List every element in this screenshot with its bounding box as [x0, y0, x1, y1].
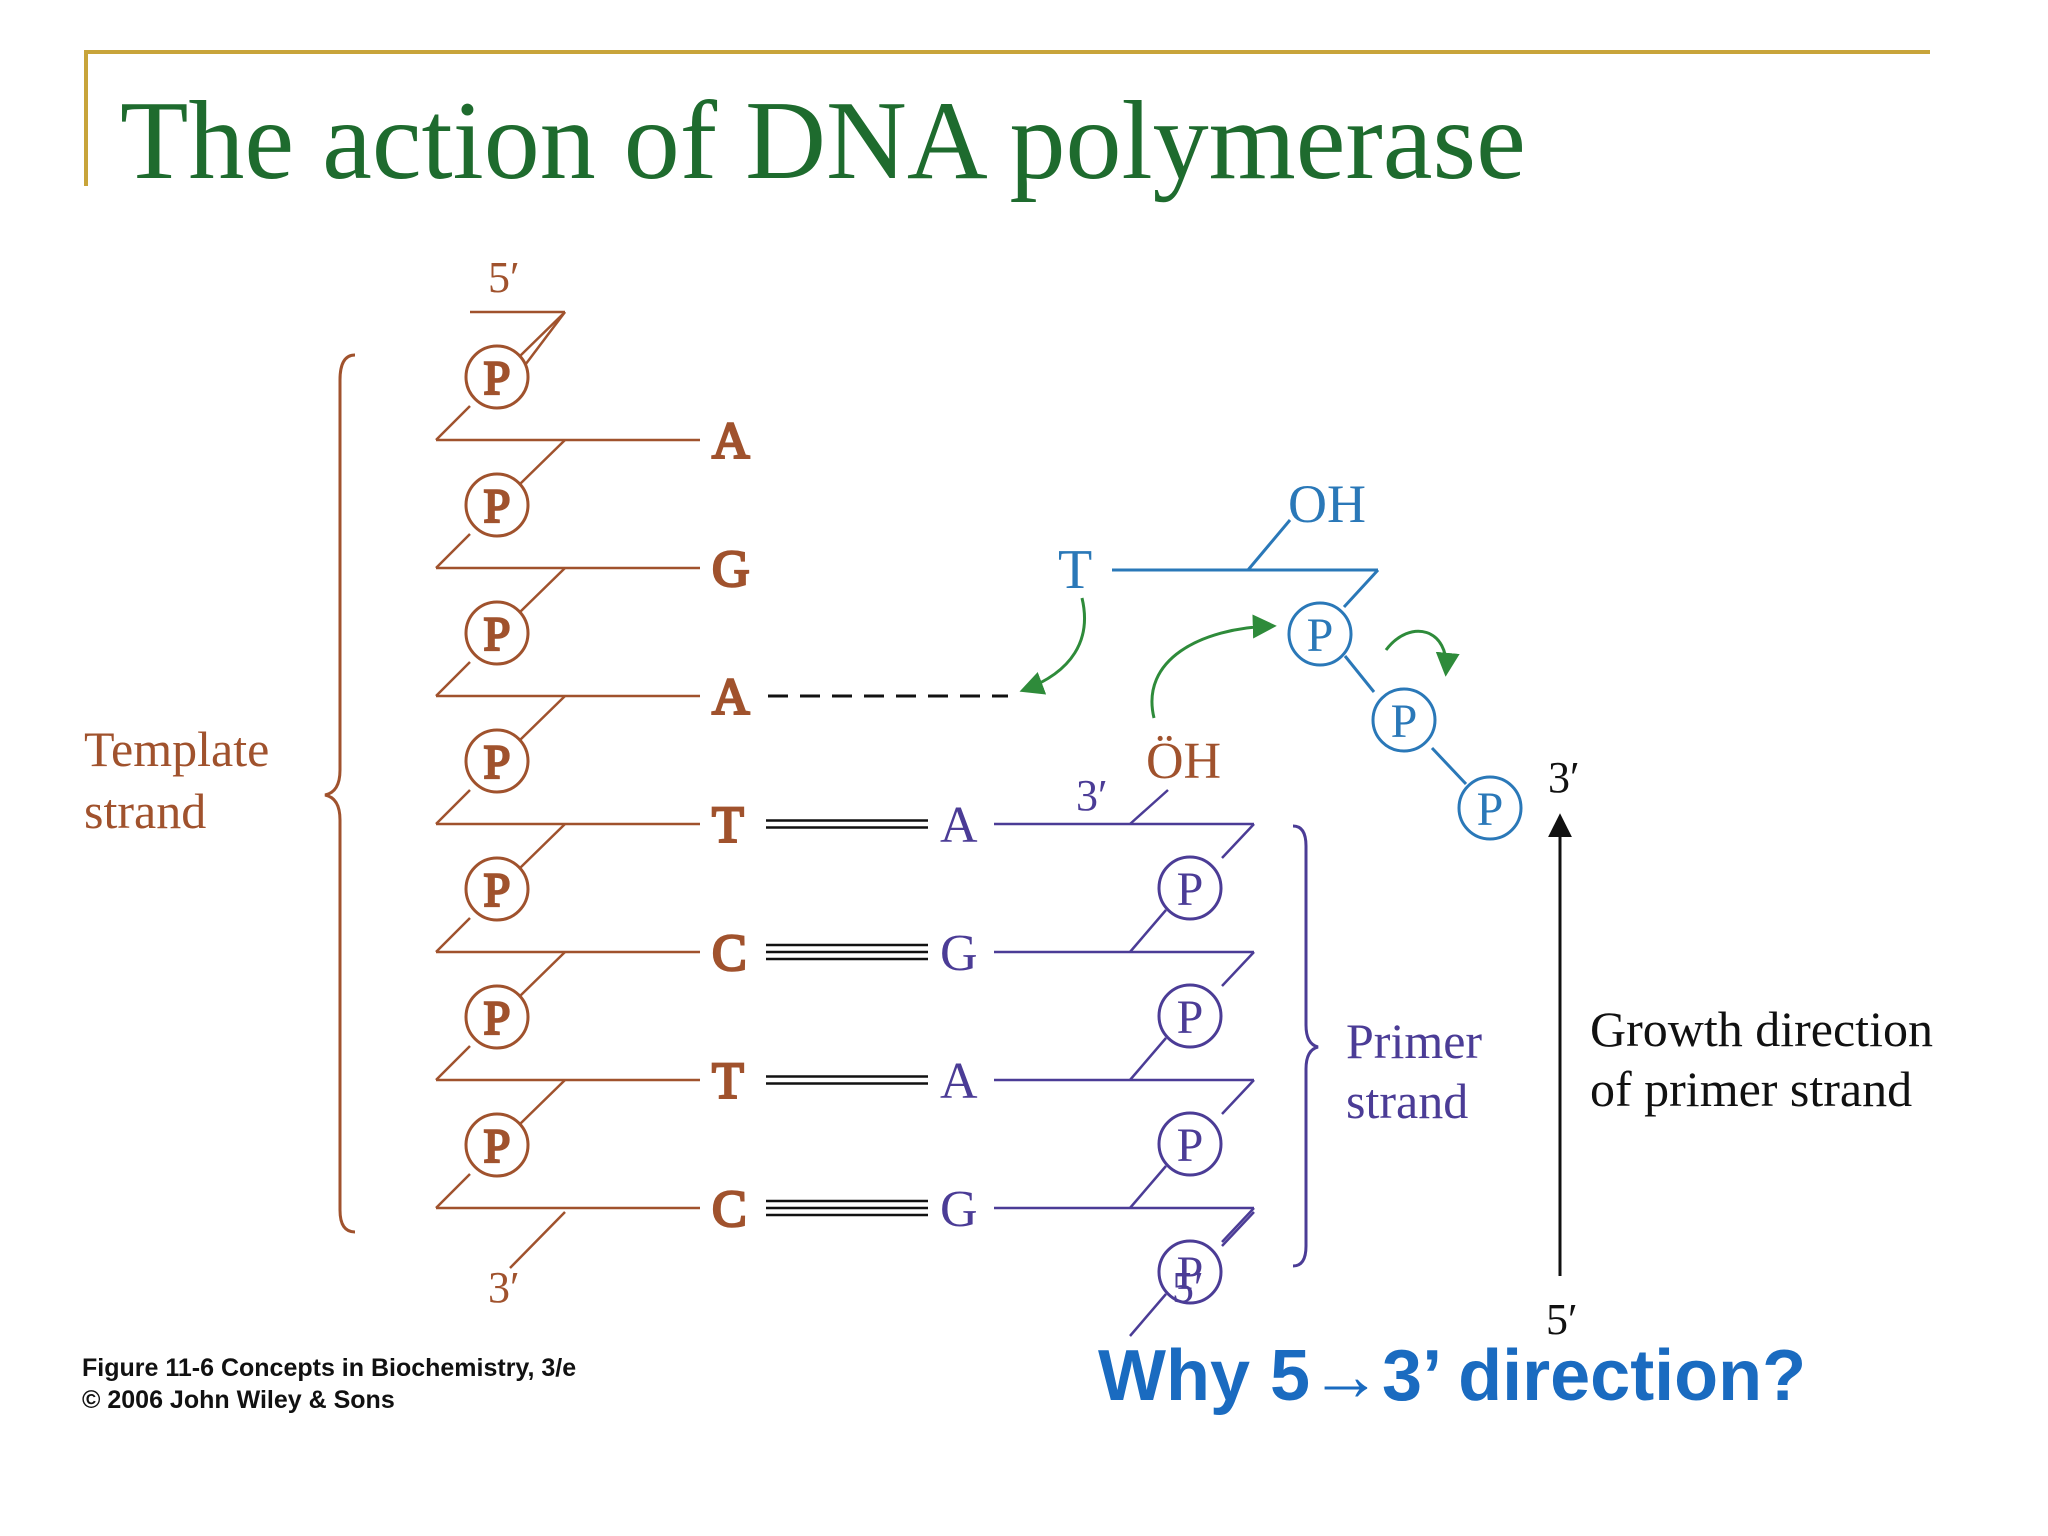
svg-text:P: P [484, 480, 511, 533]
template-base: T [712, 797, 744, 854]
incoming-oh: OH [1288, 474, 1366, 534]
svg-text:P: P [484, 736, 511, 789]
primer-label-line1: Primer [1346, 1013, 1482, 1069]
primer-nucleotide: GP [766, 925, 1255, 1081]
primer-3-oh: ÖH [1146, 733, 1221, 790]
incoming-phosphate-2: P [1371, 687, 1437, 753]
incoming-phosphate-1: P [1287, 601, 1353, 667]
svg-text:P: P [484, 992, 511, 1045]
base-pairing-arrow [1019, 597, 1087, 695]
template-nucleotide: PT [435, 951, 745, 1111]
svg-text:P: P [1177, 1119, 1204, 1172]
svg-text:P: P [1477, 783, 1504, 836]
primer-phosphate: P [1157, 1239, 1223, 1305]
svg-text:P: P [1177, 1247, 1204, 1300]
primer-nucleotide: GP [766, 1181, 1255, 1337]
primer-nucleotide: AP [766, 797, 1255, 953]
growth-3prime: 3′ [1548, 753, 1580, 802]
growth-label-line2: of primer strand [1590, 1061, 1912, 1117]
template-base: C [712, 925, 747, 982]
primer-base: G [940, 925, 978, 982]
template-label-line1: Template [84, 721, 269, 777]
template-base: G [712, 541, 750, 598]
title-area: The action of DNA polymerase [84, 50, 1930, 203]
template-phosphate: P [464, 1112, 530, 1178]
incoming-phosphate-3: P [1457, 775, 1523, 841]
primer-5prime: 5′ [1172, 1263, 1204, 1312]
svg-text:P: P [1391, 695, 1418, 748]
svg-text:P: P [1177, 863, 1204, 916]
template-nucleotide: PC [435, 1079, 748, 1239]
template-base: A [712, 669, 750, 726]
incoming-nucleotide [1112, 519, 1468, 786]
primer-nucleotide: AP [766, 1053, 1255, 1209]
primer-3prime: 3′ [1076, 771, 1108, 820]
svg-text:P: P [484, 1120, 511, 1173]
template-5prime: 5′ [488, 253, 520, 302]
primer-brace [1292, 824, 1319, 1268]
growth-label-line1: Growth direction [1590, 1001, 1933, 1057]
svg-text:P: P [484, 608, 511, 661]
direction-question: Why 5→3’ direction? [1098, 1336, 1806, 1416]
primer-base: A [940, 797, 978, 854]
template-phosphate: P [464, 472, 530, 538]
incoming-base: T [1058, 539, 1092, 601]
template-phosphate: P [464, 728, 530, 794]
primer-phosphate: P [1157, 855, 1223, 921]
figure-caption-line2: © 2006 John Wiley & Sons [82, 1386, 395, 1414]
svg-text:P: P [484, 352, 511, 405]
template-nucleotide: PA [435, 567, 751, 727]
template-brace [324, 353, 356, 1234]
svg-text:P: P [1307, 609, 1334, 662]
template-nucleotide: PT [435, 695, 745, 855]
slide-title: The action of DNA polymerase [120, 79, 1526, 203]
template-base: A [712, 413, 750, 470]
primer-phosphate: P [1157, 983, 1223, 1049]
template-nucleotide: PA [435, 311, 751, 471]
template-phosphate: P [464, 984, 530, 1050]
figure-caption-line1: Figure 11-6 Concepts in Biochemistry, 3/… [82, 1354, 576, 1382]
template-phosphate: P [464, 856, 530, 922]
template-base: C [712, 1181, 747, 1238]
primer-5-tail [1221, 1211, 1255, 1247]
primer-phosphate: P [1157, 1111, 1223, 1177]
primer-base: G [940, 1181, 978, 1238]
svg-text:P: P [1177, 991, 1204, 1044]
template-nucleotide: PG [435, 439, 751, 599]
primer-base: A [940, 1053, 978, 1110]
template-base: T [712, 1053, 744, 1110]
template-3-tail [509, 1211, 566, 1269]
pyrophosphate-release-arrow [1384, 629, 1460, 677]
template-nucleotide: PC [435, 823, 748, 983]
template-phosphate: P [464, 344, 530, 410]
primer-3-tail [1129, 789, 1169, 825]
template-3prime: 3′ [488, 1263, 520, 1312]
svg-text:P: P [484, 864, 511, 917]
template-label-line2: strand [84, 783, 206, 839]
nucleophilic-attack-arrow [1150, 614, 1277, 719]
growth-5prime: 5′ [1546, 1295, 1578, 1344]
primer-label-line2: strand [1346, 1073, 1468, 1129]
template-phosphate: P [464, 600, 530, 666]
